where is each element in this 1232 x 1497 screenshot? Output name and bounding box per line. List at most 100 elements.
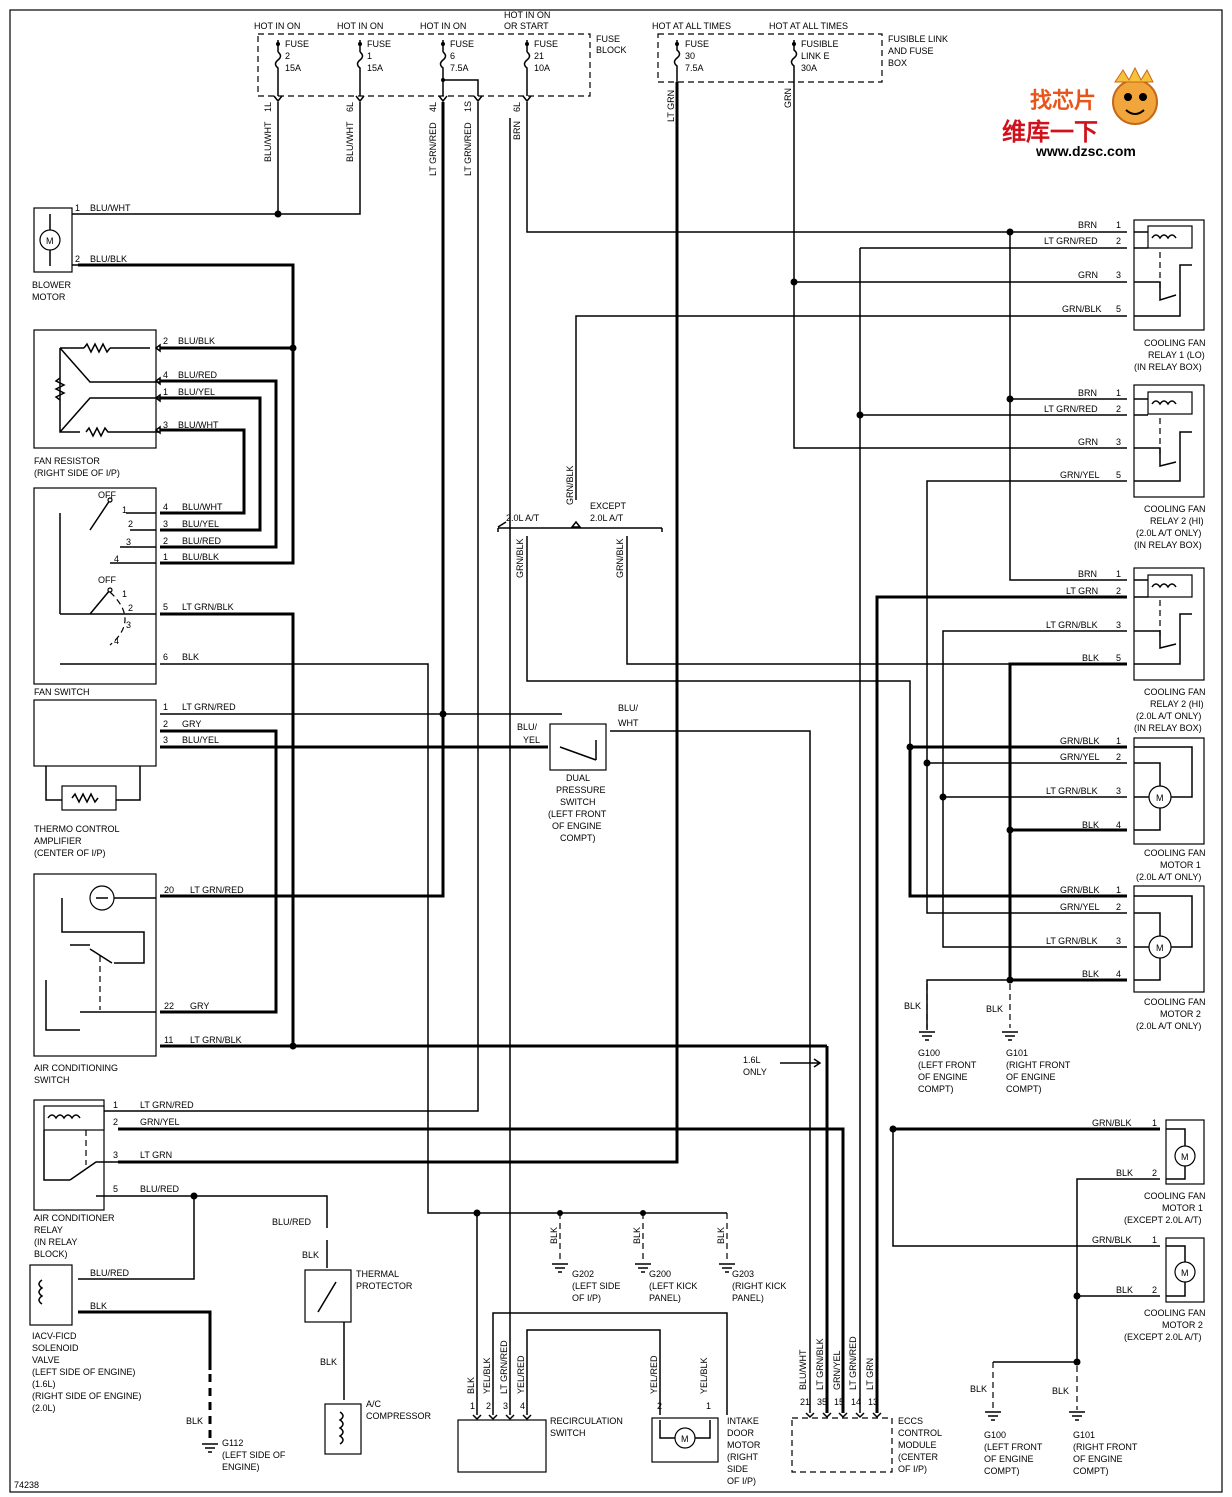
svg-text:SOLENOID: SOLENOID <box>32 1343 79 1353</box>
svg-text:BLK: BLK <box>320 1357 337 1367</box>
svg-text:GRN/YEL: GRN/YEL <box>1060 752 1100 762</box>
svg-text:IACV-FICD: IACV-FICD <box>32 1331 77 1341</box>
svg-text:HOT IN ON: HOT IN ON <box>337 21 383 31</box>
svg-text:BLU/BLK: BLU/BLK <box>90 254 127 264</box>
svg-text:G203: G203 <box>732 1269 754 1279</box>
svg-text:1: 1 <box>470 1401 475 1411</box>
svg-text:BLU/: BLU/ <box>517 722 538 732</box>
svg-text:(1.6L): (1.6L) <box>32 1379 56 1389</box>
diagram-id: 74238 <box>14 1480 39 1490</box>
fusible-link-box: HOT AT ALL TIMES HOT AT ALL TIMES FUSIBL… <box>652 21 948 83</box>
svg-text:BLK: BLK <box>1116 1168 1133 1178</box>
svg-text:1: 1 <box>1152 1118 1157 1128</box>
svg-text:3: 3 <box>163 519 168 529</box>
svg-text:3: 3 <box>1116 936 1121 946</box>
svg-text:(LEFT KICK: (LEFT KICK <box>649 1281 697 1291</box>
svg-text:BLU/BLK: BLU/BLK <box>182 552 219 562</box>
svg-text:15A: 15A <box>285 63 301 73</box>
svg-text:GRN/YEL: GRN/YEL <box>832 1350 842 1390</box>
svg-text:MOTOR: MOTOR <box>727 1440 761 1450</box>
svg-text:(LEFT FRONT: (LEFT FRONT <box>984 1442 1043 1452</box>
recirculation-switch: 1 2 3 4 BLK YEL/BLK LT GRN/RED YEL/RED R… <box>457 1340 623 1473</box>
svg-text:(2.0L A/T ONLY): (2.0L A/T ONLY) <box>1136 528 1201 538</box>
svg-text:BLU/WHT: BLU/WHT <box>182 502 223 512</box>
svg-text:M: M <box>681 1434 689 1444</box>
svg-text:COMPRESSOR: COMPRESSOR <box>366 1411 432 1421</box>
svg-text:OR START: OR START <box>504 21 549 31</box>
svg-text:LT GRN/RED: LT GRN/RED <box>1044 404 1098 414</box>
svg-text:2: 2 <box>1116 404 1121 414</box>
svg-text:RECIRCULATION: RECIRCULATION <box>550 1416 623 1426</box>
svg-text:THERMAL: THERMAL <box>356 1269 399 1279</box>
svg-text:RELAY: RELAY <box>34 1225 63 1235</box>
svg-text:BLK: BLK <box>904 1001 921 1011</box>
svg-text:11: 11 <box>164 1035 173 1045</box>
svg-text:BLK: BLK <box>182 652 199 662</box>
svg-text:LT GRN/RED: LT GRN/RED <box>190 885 244 895</box>
svg-text:3: 3 <box>163 420 168 430</box>
svg-text:G200: G200 <box>649 1269 671 1279</box>
svg-text:G112: G112 <box>222 1438 243 1448</box>
blower-motor: M 12 BLU/WHT BLU/BLK BLOWER MOTOR <box>32 203 131 302</box>
svg-text:30: 30 <box>685 51 695 61</box>
svg-text:PANEL): PANEL) <box>649 1293 681 1303</box>
svg-text:6: 6 <box>450 51 455 61</box>
svg-text:5: 5 <box>113 1184 118 1194</box>
svg-text:FUSE: FUSE <box>285 39 309 49</box>
svg-text:BLU/WHT: BLU/WHT <box>798 1349 808 1390</box>
grounds-ip: BLK BLK BLK G202 (LEFT SIDE OF I/P) G200… <box>549 1227 786 1303</box>
intake-door-motor: M 2 1 YEL/RED YEL/BLK INTAKE DOOR MOTOR … <box>649 1355 761 1486</box>
svg-text:OF ENGINE: OF ENGINE <box>1006 1072 1056 1082</box>
svg-text:RELAY 2 (HI): RELAY 2 (HI) <box>1150 699 1204 709</box>
svg-text:G202: G202 <box>572 1269 594 1279</box>
svg-text:1: 1 <box>1116 220 1121 230</box>
svg-text:BLU/WHT: BLU/WHT <box>263 121 273 162</box>
svg-text:1: 1 <box>163 702 168 712</box>
svg-text:FUSE: FUSE <box>534 39 558 49</box>
svg-text:DUAL: DUAL <box>566 773 590 783</box>
svg-text:1: 1 <box>1116 885 1121 895</box>
svg-text:(CENTER OF I/P): (CENTER OF I/P) <box>34 848 106 858</box>
svg-text:LINK E: LINK E <box>801 51 830 61</box>
svg-text:(2.0L A/T ONLY): (2.0L A/T ONLY) <box>1136 711 1201 721</box>
svg-text:BRN: BRN <box>1078 220 1097 230</box>
svg-text:4L: 4L <box>428 102 438 112</box>
svg-text:6L: 6L <box>345 102 355 112</box>
svg-text:EXCEPT: EXCEPT <box>590 501 627 511</box>
svg-text:MOTOR: MOTOR <box>32 292 66 302</box>
svg-text:BLK: BLK <box>302 1250 319 1260</box>
svg-text:6L: 6L <box>512 102 522 112</box>
svg-text:BLU/WHT: BLU/WHT <box>90 203 131 213</box>
svg-text:20: 20 <box>164 885 174 895</box>
svg-text:5: 5 <box>1116 653 1121 663</box>
svg-text:FUSE: FUSE <box>685 39 709 49</box>
svg-text:AMPLIFIER: AMPLIFIER <box>34 836 82 846</box>
svg-text:LT GRN/RED: LT GRN/RED <box>1044 236 1098 246</box>
svg-text:2: 2 <box>1152 1168 1157 1178</box>
svg-text:GRN/BLK: GRN/BLK <box>1060 736 1100 746</box>
svg-text:PROTECTOR: PROTECTOR <box>356 1281 413 1291</box>
svg-text:BLOCK): BLOCK) <box>34 1249 68 1259</box>
svg-text:M: M <box>1156 943 1164 953</box>
svg-text:www.dzsc.com: www.dzsc.com <box>1035 143 1136 159</box>
diagram-frame <box>9 9 1223 1493</box>
svg-text:GRN/BLK: GRN/BLK <box>515 538 525 578</box>
svg-text:LT GRN/BLK: LT GRN/BLK <box>190 1035 242 1045</box>
svg-text:MOTOR 1: MOTOR 1 <box>1162 1203 1203 1213</box>
svg-text:GRN/YEL: GRN/YEL <box>1060 902 1100 912</box>
svg-text:G100: G100 <box>918 1048 940 1058</box>
svg-text:GRN/YEL: GRN/YEL <box>1060 470 1100 480</box>
svg-text:OF I/P): OF I/P) <box>572 1293 601 1303</box>
svg-text:(IN RELAY BOX): (IN RELAY BOX) <box>1134 362 1202 372</box>
svg-text:4: 4 <box>114 636 119 646</box>
svg-text:(RIGHT: (RIGHT <box>727 1452 758 1462</box>
svg-text:FUSE: FUSE <box>450 39 474 49</box>
svg-text:30A: 30A <box>801 63 817 73</box>
svg-text:LT GRN/BLK: LT GRN/BLK <box>182 602 234 612</box>
svg-text:1: 1 <box>163 552 168 562</box>
svg-text:BLK: BLK <box>1116 1285 1133 1295</box>
svg-text:MOTOR 2: MOTOR 2 <box>1160 1009 1201 1019</box>
svg-text:35: 35 <box>817 1397 827 1407</box>
svg-text:OFF: OFF <box>98 490 116 500</box>
